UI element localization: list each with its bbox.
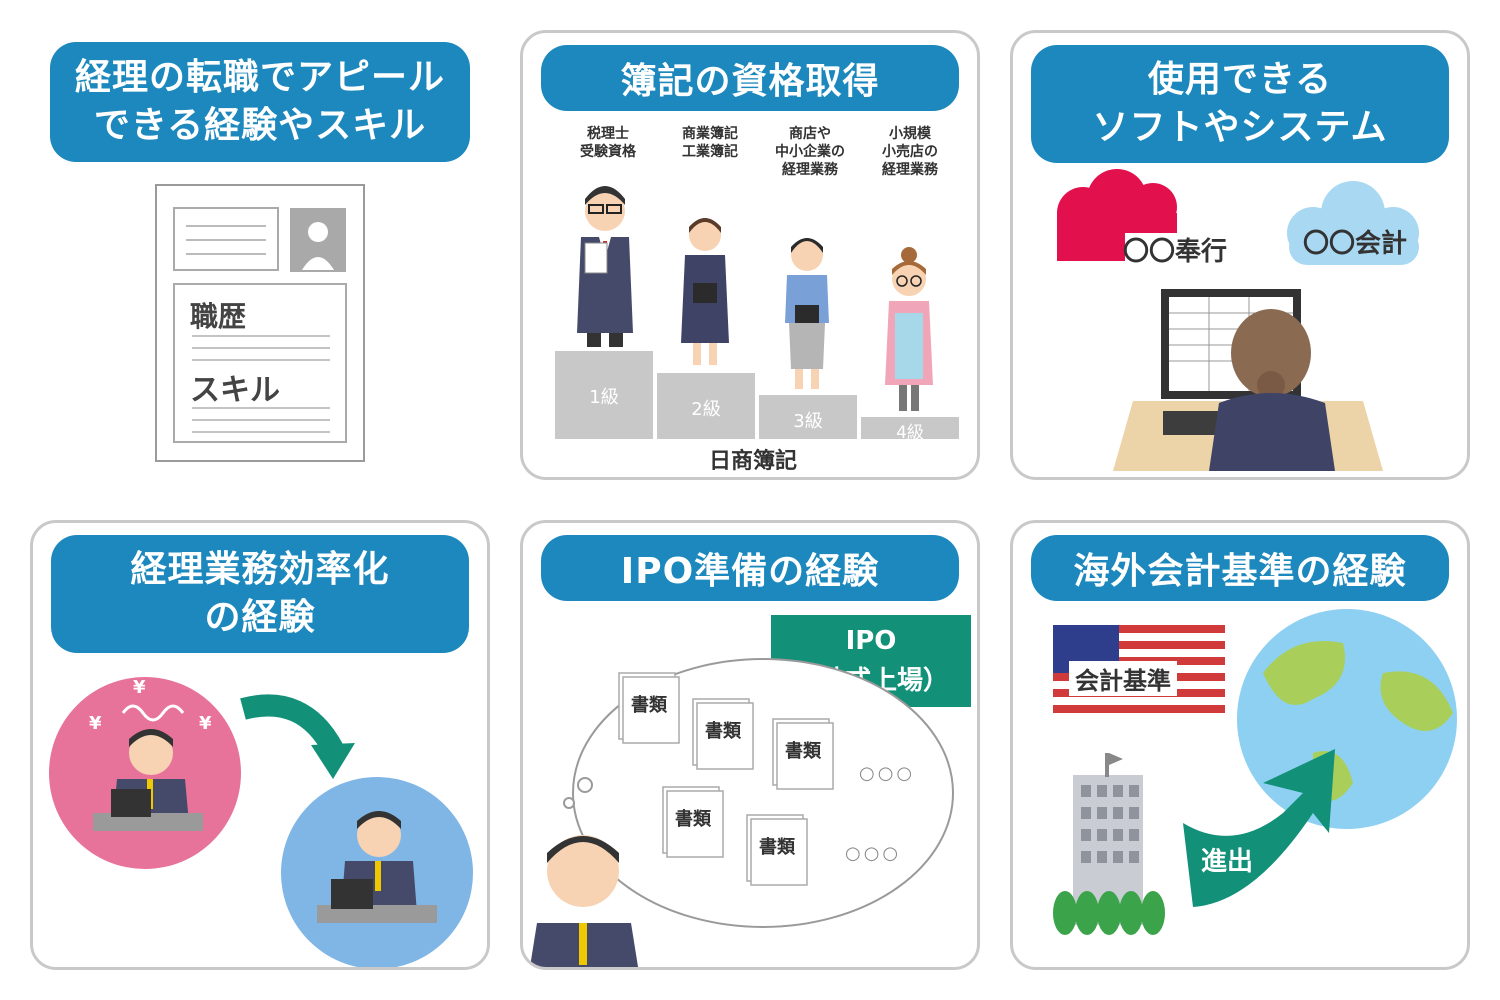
title-line: の経験 [204, 597, 316, 638]
arrow-head-icon [311, 743, 355, 779]
panel-title-software: 使用できる ソフトやシステム [1031, 45, 1449, 163]
trees-icon [1053, 891, 1165, 935]
shop-clerk-icon [885, 247, 933, 411]
woman-clerk-icon [681, 218, 729, 365]
grade-2: 2級 [691, 399, 721, 420]
woman-user-icon [1209, 309, 1335, 471]
globe-icon [1237, 609, 1457, 829]
resume-illustration [155, 184, 365, 462]
resume-work-history: 職歴 [190, 300, 247, 333]
level-desc-line: 受験資格 [580, 144, 636, 160]
title-line: 使用できる [1147, 59, 1333, 100]
panel-title-ipo: IPO準備の経験 [541, 535, 959, 601]
panel-ipo: IPO準備の経験 IPO （株式上場） 書類 書類 書類 書類 書類 ○○○ ○… [520, 520, 980, 970]
level-desc-line: 商店や [789, 126, 831, 142]
ipo-sign-line: IPO [845, 626, 897, 656]
ellipsis-1: ○○○ [859, 763, 916, 784]
doc-label-4: 書類 [675, 809, 711, 830]
product-a-label: 〇〇奉行 [1123, 237, 1228, 267]
doc-label-1: 書類 [631, 695, 667, 716]
document-stack-icon [618, 672, 834, 886]
accountant-man-icon [577, 186, 633, 347]
panel-bookkeeping: 簿記の資格取得 税理士 受験資格 商業簿記 工業簿記 商店や 中小企業の 経理業… [520, 30, 980, 480]
product-b-label: 〇〇会計 [1303, 229, 1408, 259]
level-desc-2: 商業簿記 工業簿記 [655, 125, 765, 161]
panel-title-global: 海外会計基準の経験 [1031, 535, 1449, 601]
level-desc-line: 税理士 [587, 126, 629, 142]
level-desc-line: 工業簿記 [682, 144, 738, 160]
office-woman-icon [785, 238, 829, 389]
doc-label-2: 書類 [705, 721, 741, 742]
panel-global: 海外会計基準の経験 [1010, 520, 1470, 970]
arrow-shape [240, 694, 343, 755]
resume-skills: スキル [190, 373, 280, 408]
stressed-man-icon [93, 729, 203, 831]
panel-efficiency: 経理業務効率化 の経験 ¥ ¥ ¥ [30, 520, 490, 970]
title-line: 経理の転職でアピール [74, 57, 445, 98]
efficiency-illustration [49, 677, 473, 967]
level-desc-4: 小規模 小売店の 経理業務 [855, 125, 965, 179]
yen-icon: ¥ [199, 713, 212, 734]
ipo-illustration [529, 658, 954, 967]
panel-software: 使用できる ソフトやシステム [1010, 30, 1470, 480]
ellipsis-2: ○○○ [845, 843, 902, 864]
panel-title-appeal: 経理の転職でアピール できる経験やスキル [50, 42, 470, 162]
level-desc-line: 商業簿記 [682, 126, 738, 142]
thinking-man-icon [529, 835, 639, 967]
grade-1: 1級 [589, 387, 619, 408]
panel-title-bookkeeping: 簿記の資格取得 [541, 45, 959, 111]
arrow-label: 進出 [1201, 847, 1254, 877]
bookkeeping-caption: 日商簿記 [708, 449, 797, 474]
flag-label: 会計基準 [1069, 661, 1177, 696]
software-illustration [1057, 169, 1419, 471]
grade-3: 3級 [793, 411, 823, 432]
global-illustration [1053, 609, 1457, 935]
doc-label-5: 書類 [759, 837, 795, 858]
level-desc-3: 商店や 中小企業の 経理業務 [755, 125, 865, 179]
panel-title-efficiency: 経理業務効率化 の経験 [51, 535, 469, 653]
blue-cloud-icon [1287, 181, 1419, 265]
level-desc-line: 小規模 [889, 126, 931, 142]
level-desc-line: 小売店の [882, 144, 938, 160]
grade-4: 4級 [896, 423, 924, 443]
podium-illustration [555, 186, 959, 439]
title-line: できる経験やスキル [93, 105, 427, 146]
doc-label-3: 書類 [785, 741, 821, 762]
yen-icon: ¥ [89, 713, 102, 734]
title-line: ソフトやシステム [1092, 107, 1388, 148]
level-desc-line: 経理業務 [782, 162, 838, 178]
yen-icon: ¥ [133, 677, 146, 698]
red-cloud-icon [1057, 169, 1245, 267]
level-desc-line: 経理業務 [882, 162, 938, 178]
happy-man-icon [317, 811, 437, 923]
growth-arrow-icon [1183, 749, 1335, 907]
level-desc-1: 税理士 受験資格 [553, 125, 663, 161]
title-line: 経理業務効率化 [130, 549, 390, 590]
panel-appeal: 経理の転職でアピール できる経験やスキル 職歴 スキル [30, 30, 490, 480]
level-desc-line: 中小企業の [775, 144, 845, 160]
